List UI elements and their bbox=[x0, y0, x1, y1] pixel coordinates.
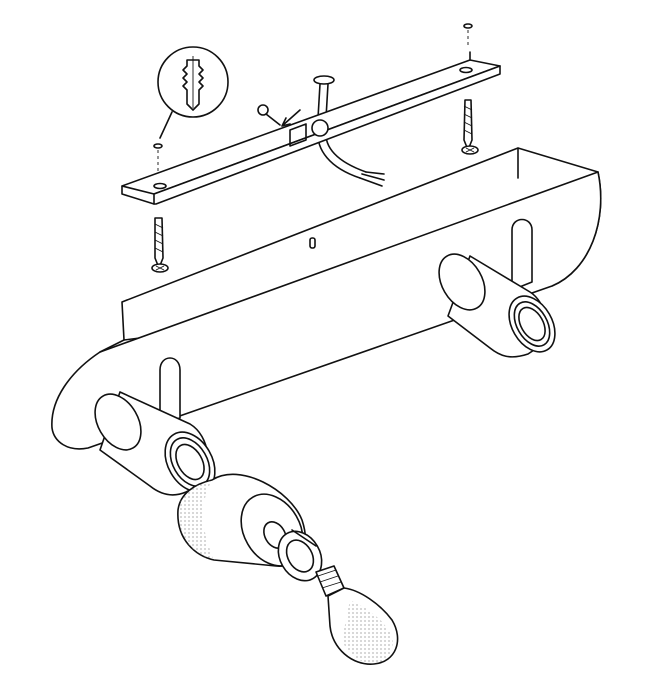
spotlight-left bbox=[94, 357, 216, 496]
light-bulb bbox=[315, 565, 399, 665]
wall-anchor-callout bbox=[157, 46, 229, 139]
spotlight-right bbox=[438, 218, 556, 358]
wall-screw-left bbox=[151, 217, 169, 273]
retaining-ring bbox=[277, 529, 323, 582]
wall-screw-right bbox=[461, 99, 479, 155]
mounting-bracket bbox=[121, 51, 501, 205]
